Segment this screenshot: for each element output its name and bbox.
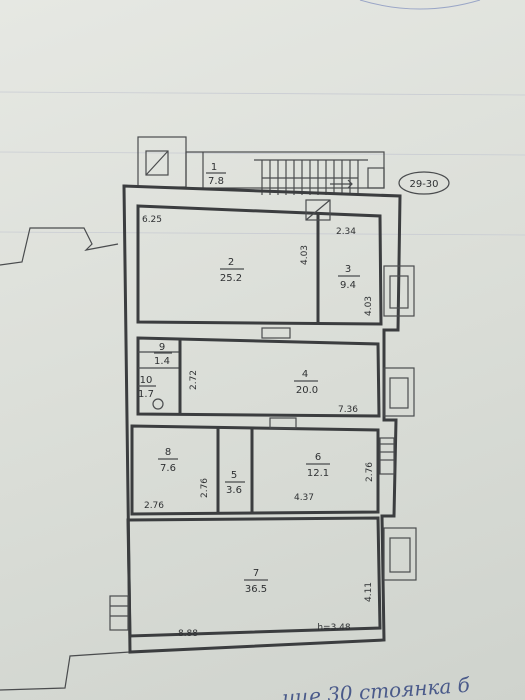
room-6-area: 12.1	[307, 468, 329, 479]
dim-room3-width: 2.34	[336, 227, 356, 237]
dim-room6-width: 4.37	[294, 493, 314, 503]
room-8-area: 7.6	[160, 463, 176, 474]
room-3-number: 3	[345, 264, 351, 275]
room-7-area: 36.5	[245, 584, 267, 595]
room-9-area: 1.4	[154, 356, 170, 367]
window-bays	[383, 265, 417, 581]
dim-room2-depth: 4.03	[300, 245, 310, 265]
section-badge: 29-30	[398, 171, 450, 195]
dim-room5-depth: 2.76	[200, 478, 210, 498]
stair-block	[137, 136, 385, 195]
dim-room4-width: 7.36	[338, 405, 358, 415]
room-4-area: 20.0	[296, 385, 318, 396]
dim-room2-width: 6.25	[142, 215, 162, 225]
section-label: 29-30	[409, 179, 438, 190]
dim-room7-depth: 4.11	[364, 582, 374, 602]
stamp-arc	[359, 0, 481, 10]
room-5-number: 5	[231, 470, 237, 481]
toilet-fixture	[152, 398, 164, 410]
stair-treads	[261, 160, 359, 195]
room-6-number: 6	[315, 452, 321, 463]
dim-room8-width: 2.76	[144, 501, 164, 511]
dim-room4-depth: 2.72	[189, 370, 199, 390]
site-outline	[0, 227, 131, 691]
height-note: h=3.48	[317, 623, 351, 633]
room-3-area: 9.4	[340, 280, 356, 291]
room-10-number: 10	[140, 375, 153, 386]
room-2-number: 2	[228, 257, 234, 268]
paper-lines	[0, 91, 525, 236]
interior-walls	[126, 204, 383, 638]
room-labels: 1 7.8 2 25.2 3 9.4 4 20.0 5 3.6 6 12.1 7…	[138, 162, 360, 595]
room-4-number: 4	[302, 369, 308, 380]
room-1-area: 7.8	[208, 176, 224, 187]
handwritten-note: ице 30 стоянка б	[281, 673, 471, 700]
dim-room6-depth: 2.76	[365, 462, 375, 482]
dim-room7-width: 8.88	[178, 629, 198, 639]
room-5-area: 3.6	[226, 485, 242, 496]
outer-wall	[122, 184, 402, 654]
dimension-labels: 6.25 2.34 4.03 4.03 2.72 7.36 2.76 2.76 …	[142, 215, 375, 639]
room-7-number: 7	[253, 568, 259, 579]
room-1-number: 1	[211, 162, 217, 173]
room-8-number: 8	[165, 447, 171, 458]
dim-room3-depth: 4.03	[364, 296, 374, 316]
room-2-area: 25.2	[220, 273, 242, 284]
room-9-number: 9	[159, 342, 165, 353]
room-10-area: 1.7	[138, 389, 154, 400]
door-markers	[109, 199, 395, 631]
